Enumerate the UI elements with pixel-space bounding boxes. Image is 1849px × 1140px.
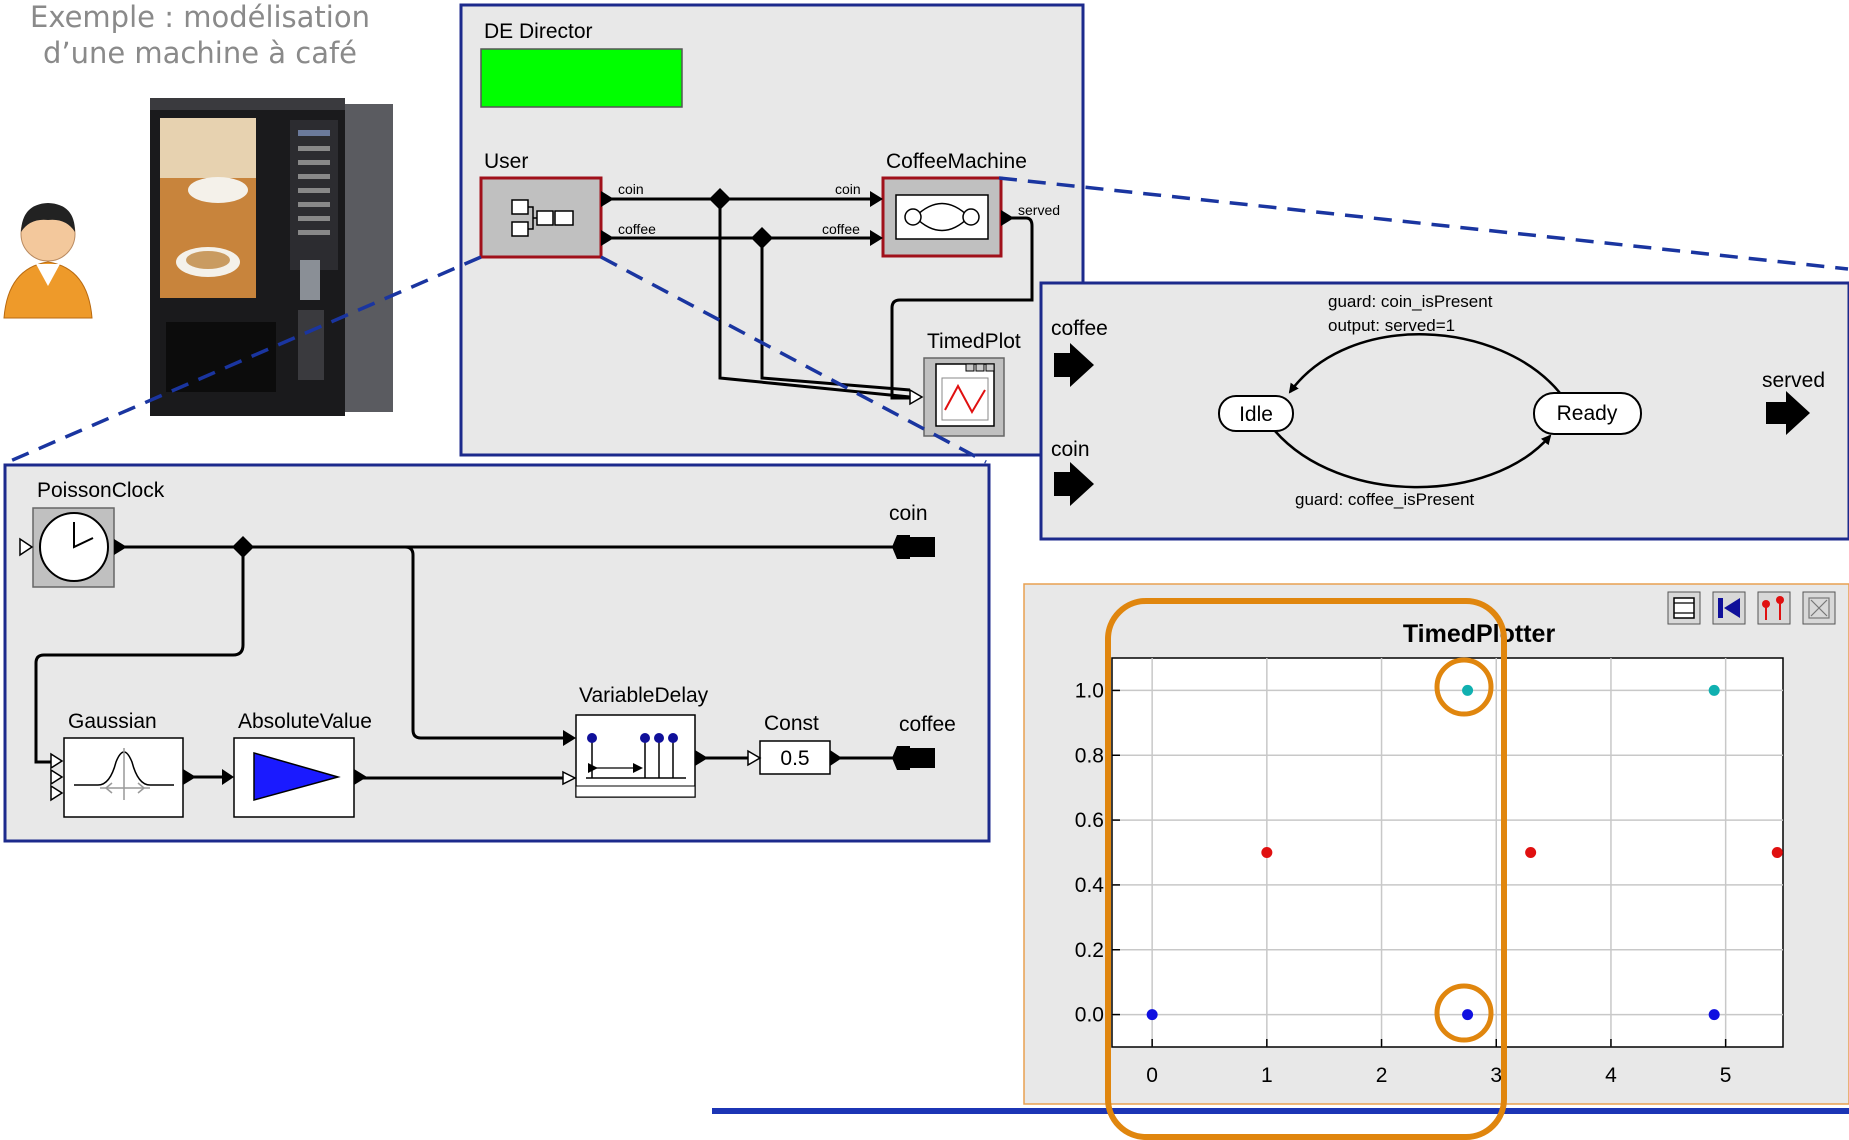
y-tick-label: 0.8 (1075, 744, 1104, 767)
x-tick-label: 3 (1490, 1064, 1502, 1087)
data-point (1709, 1009, 1720, 1020)
y-tick-label: 0.4 (1075, 874, 1105, 897)
const-label: Const (764, 712, 819, 735)
const-value: 0.5 (780, 747, 809, 770)
state-ready-label: Ready (1557, 402, 1618, 425)
fill-button[interactable] (1668, 592, 1700, 624)
variable-delay-actor[interactable] (576, 715, 695, 797)
plot-window-icon (936, 364, 994, 426)
data-point (1525, 847, 1536, 858)
fsm-served-output-label: served (1762, 369, 1825, 392)
guard-bottom-label: guard: coffee_isPresent (1295, 490, 1475, 509)
absolute-value-label: AbsoluteValue (238, 710, 372, 733)
data-point (1709, 685, 1720, 696)
timed-plot-actor-label: TimedPlot (927, 330, 1021, 353)
user-coffee-port-label: coffee (618, 221, 656, 237)
machine-coffee-port-label: coffee (822, 221, 860, 237)
machine-coin-port-label: coin (835, 181, 861, 197)
caption-line-1: Exemple : modélisation (30, 0, 370, 34)
poisson-clock-label: PoissonClock (37, 479, 165, 502)
gaussian-input-ports (51, 754, 62, 800)
x-tick-label: 2 (1376, 1064, 1388, 1087)
zoom-fit-button[interactable] (1803, 592, 1835, 624)
y-tick-label: 0.0 (1075, 1004, 1104, 1027)
user-actor-label: User (484, 150, 528, 173)
gaussian-label: Gaussian (68, 710, 157, 733)
data-point (1462, 685, 1473, 696)
coin-output-label: coin (889, 502, 928, 525)
data-point (1261, 847, 1272, 858)
guard-top-label: guard: coin_isPresent (1328, 292, 1493, 311)
data-point (1462, 1009, 1473, 1020)
user-coin-port-label: coin (618, 181, 644, 197)
fsm-coin-input-label: coin (1051, 438, 1090, 461)
fsm-icon (896, 195, 988, 239)
caption-line-2: d’une machine à café (43, 36, 357, 70)
de-director[interactable] (481, 49, 682, 107)
fsm-coffee-input-label: coffee (1051, 317, 1108, 340)
reset-axes-button[interactable] (1713, 592, 1745, 624)
x-tick-label: 1 (1261, 1064, 1273, 1087)
y-tick-label: 1.0 (1075, 679, 1104, 702)
user-person-icon (4, 203, 92, 318)
state-idle-label: Idle (1239, 403, 1273, 426)
x-tick-label: 5 (1720, 1064, 1732, 1087)
x-tick-label: 4 (1605, 1064, 1617, 1087)
director-label: DE Director (484, 20, 593, 43)
x-tick-label: 0 (1146, 1064, 1158, 1087)
y-tick-label: 0.6 (1075, 809, 1104, 832)
plot-title: TimedPlotter (1403, 620, 1556, 648)
data-point (1772, 847, 1783, 858)
clock-icon (40, 513, 108, 581)
coffee-output-label: coffee (899, 713, 956, 736)
variable-delay-label: VariableDelay (579, 684, 709, 707)
format-button[interactable] (1758, 592, 1790, 624)
data-point (1147, 1009, 1158, 1020)
output-top-label: output: served=1 (1328, 316, 1455, 335)
coffee-machine-image (150, 98, 393, 416)
coffee-machine-actor-label: CoffeeMachine (886, 150, 1027, 173)
y-tick-label: 0.2 (1075, 939, 1104, 962)
machine-served-port-label: served (1018, 202, 1060, 218)
